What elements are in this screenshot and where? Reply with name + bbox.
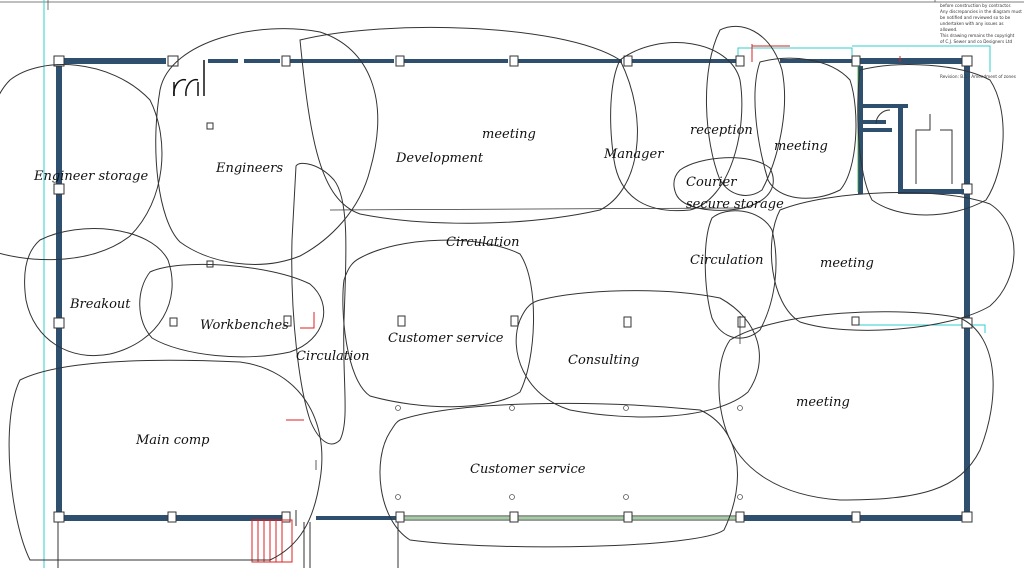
label-consulting: Consulting: [568, 353, 639, 368]
bubble-engineers: [155, 28, 379, 265]
bubble-consulting: [515, 290, 760, 418]
label-reception: reception: [690, 123, 753, 138]
bubble-circulation-right: [704, 210, 777, 339]
bubble-core: [857, 64, 1004, 216]
label-main-comp: Main comp: [135, 433, 210, 448]
label-meeting-lower-right: meeting: [796, 395, 850, 410]
zone-bubbles: [0, 25, 1015, 561]
note-line-4: undertaken with any issues as: [940, 21, 1004, 26]
bubble-workbenches: [139, 263, 325, 358]
sheet-frame: [0, 0, 1024, 10]
label-workbenches: Workbenches: [200, 318, 289, 333]
bubble-reception: [705, 25, 785, 196]
stairs-icon: [251, 519, 293, 563]
label-circulation-left: Circulation: [296, 349, 369, 364]
bubble-customer-service-upper: [342, 239, 535, 408]
bubble-customer-service-lower: [379, 402, 738, 548]
label-meeting-top: meeting: [482, 127, 536, 142]
label-manager: Manager: [603, 147, 664, 162]
label-courier: Courier: [686, 175, 737, 190]
label-development: Development: [395, 151, 484, 166]
bubble-meeting-mid-right: [770, 192, 1015, 331]
zone-labels: Engineer storage Engineers Development m…: [33, 123, 874, 477]
bubble-manager: [610, 42, 743, 212]
bubble-courier: [673, 157, 774, 211]
label-courier-storage: secure storage: [686, 197, 784, 212]
core-room: [857, 66, 964, 194]
building-outline: [53, 44, 973, 568]
bubble-engineer-storage: [0, 64, 163, 261]
cyan-guides: [43, 0, 991, 568]
label-meeting-right: meeting: [774, 139, 828, 154]
label-customer-service-lower: Customer service: [470, 462, 586, 477]
bubble-circulation-left: [291, 162, 347, 445]
note-line-2: Any discrepancies in the diagram must: [940, 9, 1022, 14]
bubble-meeting-lower-right: [718, 311, 994, 501]
label-customer-service-upper: Customer service: [388, 331, 504, 346]
title-block: before construction by contractor. Any d…: [939, 3, 1022, 79]
label-engineers: Engineers: [215, 161, 283, 176]
note-line-5: allowed.: [940, 27, 957, 32]
label-meeting-mid-right: meeting: [820, 256, 874, 271]
label-circulation-right: Circulation: [690, 253, 763, 268]
note-line-6: This drawing remains the copyright: [939, 33, 1015, 38]
revision-note: Revision: B.1 - Amendment of zones: [940, 74, 1016, 79]
note-line-1: before construction by contractor.: [940, 3, 1011, 8]
label-circulation-center: Circulation: [446, 235, 519, 250]
bubble-breakout: [24, 228, 173, 357]
bubble-meeting-top: [299, 26, 638, 224]
bubble-main-comp: [8, 359, 323, 561]
note-line-7: of C.J. Sewer and co Designers Ltd: [940, 39, 1012, 44]
label-engineer-storage: Engineer storage: [33, 169, 148, 184]
note-line-3: be notified and reviewed so to be: [940, 15, 1011, 20]
label-breakout: Breakout: [69, 297, 131, 312]
bubble-meeting-right: [754, 57, 857, 199]
